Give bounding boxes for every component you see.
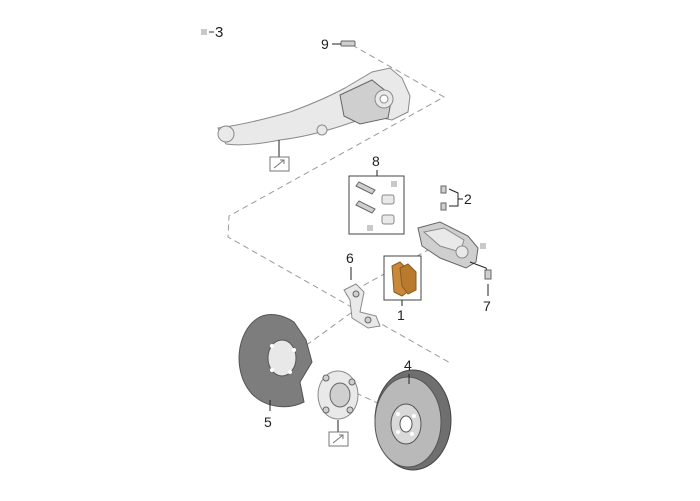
callout-4: 4	[404, 357, 412, 373]
callout-5: 5	[264, 414, 272, 430]
legend-number: 3	[215, 24, 223, 41]
bracket-hole-a	[352, 290, 360, 298]
shield-bolt-hole-a	[270, 344, 274, 348]
kit-8-sleeve-a	[381, 194, 395, 205]
shield-bolt-hole-c	[288, 370, 292, 374]
legend-square-icon	[201, 29, 207, 35]
callout-2: 2	[464, 191, 472, 207]
brake-caliper[interactable]	[417, 221, 486, 269]
knuckle-bore-inner	[379, 94, 389, 104]
kit-8-bolt-a	[355, 181, 376, 195]
caliper-marker	[480, 243, 486, 249]
shield-bolt-hole-d	[270, 368, 274, 372]
disc-hole-c	[410, 432, 414, 436]
callout-7: 7	[483, 298, 491, 314]
brake-disc-4[interactable]: 4	[374, 357, 452, 471]
reference-arrow-glyph	[332, 434, 344, 444]
kit-8-marker-b	[367, 225, 373, 231]
bolt-9-shape	[340, 40, 356, 47]
shield-bolt-hole-b	[292, 348, 296, 352]
wheel-hub[interactable]	[317, 370, 359, 420]
kit-8-sleeve-b	[381, 214, 395, 225]
callout-9: 9	[321, 36, 329, 52]
bolt-9[interactable]: 9	[321, 36, 356, 52]
arm-mount-point	[316, 124, 328, 136]
hub-stud-a	[322, 374, 330, 382]
callout-8: 8	[372, 153, 380, 169]
kit-8-box	[348, 175, 405, 235]
shield-center-hole	[267, 339, 297, 377]
hub-center	[329, 382, 351, 408]
bolt-kit-8[interactable]: 8	[348, 153, 405, 235]
bracket-hole-b	[364, 316, 372, 324]
caliper-bracket-6[interactable]: 6	[343, 250, 381, 329]
arm-bushing	[217, 125, 235, 143]
trailing-arm-knuckle[interactable]	[217, 67, 411, 146]
wear-sensor-7[interactable]: 7	[469, 261, 492, 314]
bleeder-2-b	[440, 202, 447, 211]
disc-hole-a	[396, 412, 400, 416]
hub-stud-b	[348, 378, 356, 386]
brake-pads-1[interactable]: 1	[383, 255, 422, 323]
reference-icon-bottom[interactable]	[328, 420, 349, 447]
hub-stud-d	[322, 406, 330, 414]
kit-8-marker-a	[391, 181, 397, 187]
assembly-dash-line-a	[227, 44, 453, 365]
legend: 3	[201, 24, 223, 41]
leader-2-bracket	[448, 188, 459, 207]
bleeder-2[interactable]: 2	[440, 185, 472, 211]
legend-dash	[209, 31, 214, 33]
disc-center-bore	[399, 415, 413, 433]
kit-8-bolt-b	[355, 200, 376, 214]
callout-1: 1	[397, 307, 405, 323]
disc-hole-d	[396, 430, 400, 434]
hub-stud-c	[346, 406, 354, 414]
pad-b	[399, 263, 417, 295]
reference-arrow-glyph	[273, 159, 285, 169]
dust-shield-5[interactable]: 5	[238, 314, 313, 430]
sensor-clip	[484, 269, 492, 280]
disc-hole-b	[412, 414, 416, 418]
caliper-piston	[455, 245, 469, 259]
callout-6: 6	[346, 250, 354, 266]
bleeder-2-a	[440, 185, 447, 194]
reference-icon-top[interactable]	[269, 140, 290, 172]
